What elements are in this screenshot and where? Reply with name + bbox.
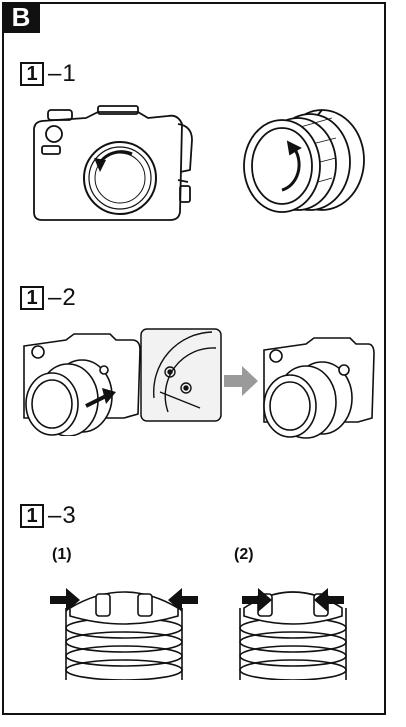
camera-body-illustration — [33, 105, 193, 221]
body-cap — [83, 141, 157, 215]
step-suffix: –3 — [48, 502, 77, 529]
press-arrow-right-icon — [168, 588, 198, 612]
press-arrow-left-icon — [242, 588, 272, 612]
sub-label-2: (2) — [234, 546, 254, 563]
insert-arrow-icon — [102, 388, 116, 404]
lens-mount-illustration — [23, 333, 141, 436]
step-heading-1-1: 1 –1 — [20, 60, 77, 88]
press-arrow-left-icon — [50, 588, 80, 612]
lens-attached-illustration — [263, 337, 375, 439]
front-cap-pinch-center-illustration — [239, 588, 347, 680]
step-suffix: –1 — [48, 60, 77, 87]
page-frame — [2, 2, 386, 715]
step-number-box: 1 — [20, 286, 44, 310]
step-heading-1-3: 1 –3 — [20, 502, 77, 530]
lens-rear-cap-illustration — [243, 109, 365, 213]
step-number-box: 1 — [20, 62, 44, 86]
step-suffix: –2 — [48, 284, 77, 311]
step-heading-1-2: 1 –2 — [20, 284, 77, 312]
step-number-box: 1 — [20, 504, 44, 528]
mount-detail-inset — [140, 328, 222, 422]
sub-label-1: (1) — [52, 546, 72, 563]
press-arrow-right-icon — [314, 588, 344, 612]
proceed-arrow-icon — [224, 366, 258, 396]
section-letter-badge: B — [2, 2, 40, 33]
front-cap-pinch-outer-illustration — [50, 588, 198, 680]
